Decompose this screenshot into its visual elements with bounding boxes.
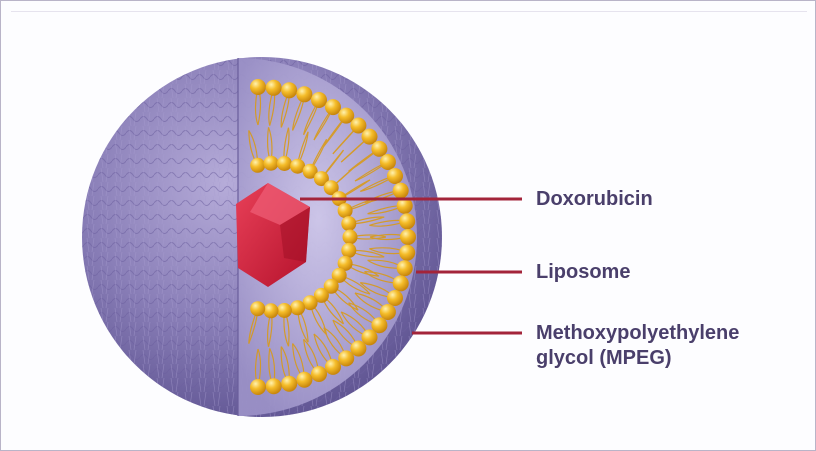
- lipid-head: [393, 183, 409, 199]
- label-mpeg-line2: glycol (MPEG): [536, 346, 672, 370]
- lipid-head: [277, 303, 292, 318]
- lipid-head: [281, 376, 297, 392]
- lipid-head: [397, 260, 413, 276]
- lipid-head: [296, 372, 312, 388]
- lipid-head: [311, 366, 327, 382]
- label-doxorubicin: Doxorubicin: [536, 187, 653, 211]
- lipid-head: [266, 80, 282, 96]
- lipid-head: [290, 300, 305, 315]
- lipid-head: [400, 229, 416, 245]
- lipid-head: [250, 158, 265, 173]
- lipid-head: [325, 99, 341, 115]
- lipid-head: [277, 156, 292, 171]
- lipid-head: [250, 79, 266, 95]
- lipid-head: [281, 82, 297, 98]
- lipid-head: [399, 245, 415, 261]
- lipid-head: [338, 203, 353, 218]
- lipid-head: [341, 243, 356, 258]
- lipid-head: [325, 359, 341, 375]
- lipid-head: [341, 216, 356, 231]
- lipid-head: [264, 156, 279, 171]
- lipid-head: [380, 304, 396, 320]
- lipid-head: [399, 213, 415, 229]
- lipid-head: [311, 92, 327, 108]
- lipid-head: [343, 230, 358, 245]
- lipid-head: [250, 301, 265, 316]
- lipid-head: [387, 290, 403, 306]
- lipid-head: [387, 168, 403, 184]
- lipid-head: [338, 350, 354, 366]
- label-liposome: Liposome: [536, 260, 630, 284]
- lipid-head: [380, 154, 396, 170]
- lipid-head: [266, 378, 282, 394]
- label-mpeg-line1: Methoxypolyethylene: [536, 321, 739, 345]
- lipid-head: [393, 275, 409, 291]
- lipid-head: [264, 303, 279, 318]
- lipid-head: [371, 141, 387, 157]
- lipid-head: [250, 379, 266, 395]
- lipid-head: [296, 86, 312, 102]
